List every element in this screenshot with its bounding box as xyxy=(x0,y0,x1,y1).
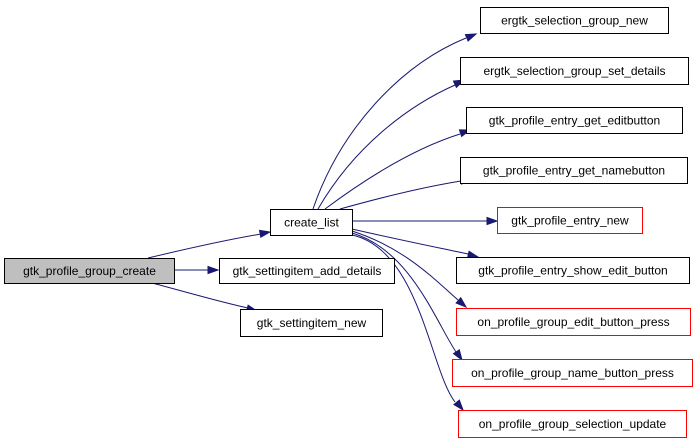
node-box[interactable] xyxy=(452,359,693,387)
edge-line xyxy=(351,234,456,403)
node-gtk_profile_entry_show_edit_button[interactable]: gtk_profile_entry_show_edit_button xyxy=(456,257,690,284)
edge-line xyxy=(351,228,469,255)
node-gtk_profile_entry_new[interactable]: gtk_profile_entry_new xyxy=(497,207,643,234)
edge-create_list-to-ergtk_selection_group_new xyxy=(312,33,478,210)
node-label: on_profile_group_edit_button_press xyxy=(477,315,669,329)
node-label: on_profile_group_name_button_press xyxy=(471,366,674,380)
edge-line xyxy=(351,232,457,353)
node-gtk_profile_group_create[interactable]: gtk_profile_group_create xyxy=(4,258,175,284)
node-ergtk_selection_group_new[interactable]: ergtk_selection_group_new xyxy=(480,7,669,34)
edge-line xyxy=(317,84,456,210)
node-gtk_settingitem_add_details[interactable]: gtk_settingitem_add_details xyxy=(219,258,395,284)
node-label: gtk_profile_entry_get_namebutton xyxy=(483,164,665,178)
arrowhead-icon xyxy=(464,33,478,42)
node-label: gtk_profile_entry_new xyxy=(511,214,629,228)
node-box[interactable] xyxy=(4,258,175,284)
node-label: ergtk_selection_group_set_details xyxy=(483,64,665,78)
arrowhead-icon xyxy=(258,229,272,238)
node-box[interactable] xyxy=(460,57,689,85)
edge-line xyxy=(324,133,461,210)
node-box[interactable] xyxy=(219,258,395,284)
arrowhead-icon xyxy=(452,348,463,362)
node-box[interactable] xyxy=(270,209,353,236)
node-label: gtk_settingitem_new xyxy=(257,316,367,330)
node-label: gtk_settingitem_add_details xyxy=(233,264,382,278)
arrowhead-icon xyxy=(453,399,464,412)
arrowhead-icon xyxy=(207,265,220,275)
node-on_profile_group_selection_update[interactable]: on_profile_group_selection_update xyxy=(458,410,687,438)
node-label: gtk_profile_entry_show_edit_button xyxy=(478,264,667,278)
node-label: gtk_profile_entry_get_editbutton xyxy=(489,114,660,128)
edge-line xyxy=(351,230,459,301)
node-label: gtk_profile_group_create xyxy=(23,264,156,278)
edge-gtk_profile_group_create-to-create_list xyxy=(147,229,272,259)
node-box[interactable] xyxy=(456,308,691,336)
edge-gtk_profile_group_create-to-gtk_settingitem_new xyxy=(151,282,259,313)
edge-line xyxy=(312,37,467,210)
edge-create_list-to-gtk_profile_entry_get_editbutton xyxy=(324,129,472,210)
edge-line xyxy=(147,233,262,259)
arrowhead-icon xyxy=(486,216,499,226)
node-label: create_list xyxy=(284,216,339,230)
node-box[interactable] xyxy=(456,257,690,284)
edge-create_list-to-ergtk_selection_group_set_details xyxy=(317,79,466,210)
edge-line xyxy=(339,180,462,210)
nodes-layer: gtk_profile_group_create create_list gtk_s… xyxy=(4,7,693,438)
node-on_profile_group_edit_button_press[interactable]: on_profile_group_edit_button_press xyxy=(456,308,691,336)
node-box[interactable] xyxy=(458,410,687,438)
node-box[interactable] xyxy=(460,157,688,184)
node-gtk_profile_entry_get_editbutton[interactable]: gtk_profile_entry_get_editbutton xyxy=(466,107,683,134)
node-create_list[interactable]: create_list xyxy=(270,209,353,236)
arrowhead-icon xyxy=(455,296,468,308)
node-box[interactable] xyxy=(497,207,643,234)
node-gtk_settingitem_new[interactable]: gtk_settingitem_new xyxy=(240,309,383,337)
node-ergtk_selection_group_set_details[interactable]: ergtk_selection_group_set_details xyxy=(460,57,689,85)
edge-create_list-to-gtk_profile_entry_show_edit_button xyxy=(351,228,480,259)
edge-line xyxy=(151,282,249,309)
edge-gtk_profile_group_create-to-gtk_settingitem_add_details xyxy=(174,265,220,275)
node-label: ergtk_selection_group_new xyxy=(501,14,648,28)
node-gtk_profile_entry_get_namebutton[interactable]: gtk_profile_entry_get_namebutton xyxy=(460,157,688,184)
node-on_profile_group_name_button_press[interactable]: on_profile_group_name_button_press xyxy=(452,359,693,387)
edge-create_list-to-on_profile_group_edit_button_press xyxy=(351,230,468,308)
edge-create_list-to-gtk_profile_entry_new xyxy=(352,216,499,226)
node-box[interactable] xyxy=(480,7,669,34)
node-box[interactable] xyxy=(240,309,383,337)
node-box[interactable] xyxy=(466,107,683,134)
edge-create_list-to-on_profile_group_name_button_press xyxy=(351,232,463,362)
edge-create_list-to-on_profile_group_selection_update xyxy=(351,234,464,412)
node-label: on_profile_group_selection_update xyxy=(479,417,667,431)
edge-create_list-to-gtk_profile_entry_get_namebutton xyxy=(339,176,473,210)
